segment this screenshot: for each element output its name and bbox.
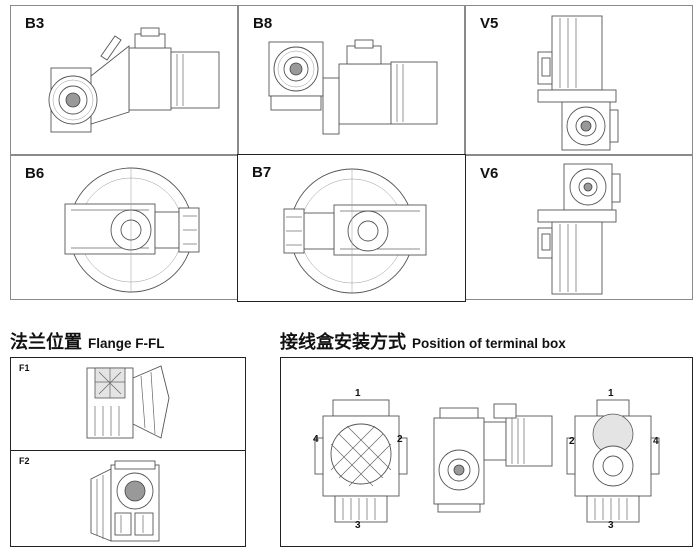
b7-drawing [283, 168, 427, 294]
terminal-right-num-bottom: 3 [608, 520, 614, 531]
mounting-cell-v6: V6 [465, 155, 693, 300]
mounting-label-b3: B3 [25, 15, 45, 32]
flange-panel: F1 F2 [10, 357, 246, 547]
flange-heading-en: Flange F-FL [88, 336, 165, 351]
flange-label-f2: F2 [19, 456, 30, 466]
mounting-cell-b3: B3 [10, 5, 238, 155]
b8-drawing [268, 39, 438, 135]
f1-drawing [86, 365, 170, 439]
mounting-label-v5: V5 [480, 15, 499, 32]
terminal-left-num-top: 1 [355, 388, 361, 399]
terminal-heading-en: Position of terminal box [412, 336, 566, 351]
mounting-label-v6: V6 [480, 165, 499, 182]
f2-drawing [90, 460, 160, 542]
mounting-cell-b7: B7 [237, 154, 466, 302]
terminal-center-drawing [433, 403, 553, 513]
b3-drawing [48, 27, 220, 133]
flange-f2: F2 [11, 451, 245, 546]
terminal-panel: 1 2 3 4 1 4 3 2 [280, 357, 693, 547]
flange-heading-cn: 法兰位置 [10, 332, 82, 352]
v6-drawing [537, 163, 621, 295]
flange-heading: 法兰位置 Flange F-FL [10, 328, 165, 354]
terminal-right-num-left: 2 [569, 436, 575, 447]
terminal-right-drawing [566, 399, 660, 523]
terminal-left-num-left: 4 [313, 434, 319, 445]
terminal-heading: 接线盒安装方式 Position of terminal box [280, 328, 566, 354]
terminal-left-num-bottom: 3 [355, 520, 361, 531]
mounting-label-b7: B7 [252, 164, 272, 181]
terminal-right-num-top: 1 [608, 388, 614, 399]
terminal-right-num-right: 4 [653, 436, 659, 447]
v5-drawing [537, 15, 619, 151]
mounting-label-b8: B8 [253, 15, 273, 32]
terminal-left-num-right: 2 [397, 434, 403, 445]
flange-label-f1: F1 [19, 363, 30, 373]
flange-f1: F1 [11, 358, 245, 451]
b6-drawing [64, 167, 200, 293]
mounting-label-b6: B6 [25, 165, 45, 182]
mounting-cell-v5: V5 [465, 5, 693, 155]
terminal-left-drawing [314, 399, 408, 523]
terminal-heading-cn: 接线盒安装方式 [280, 332, 406, 352]
mounting-cell-b6: B6 [10, 155, 238, 300]
mounting-cell-b8: B8 [238, 5, 465, 155]
